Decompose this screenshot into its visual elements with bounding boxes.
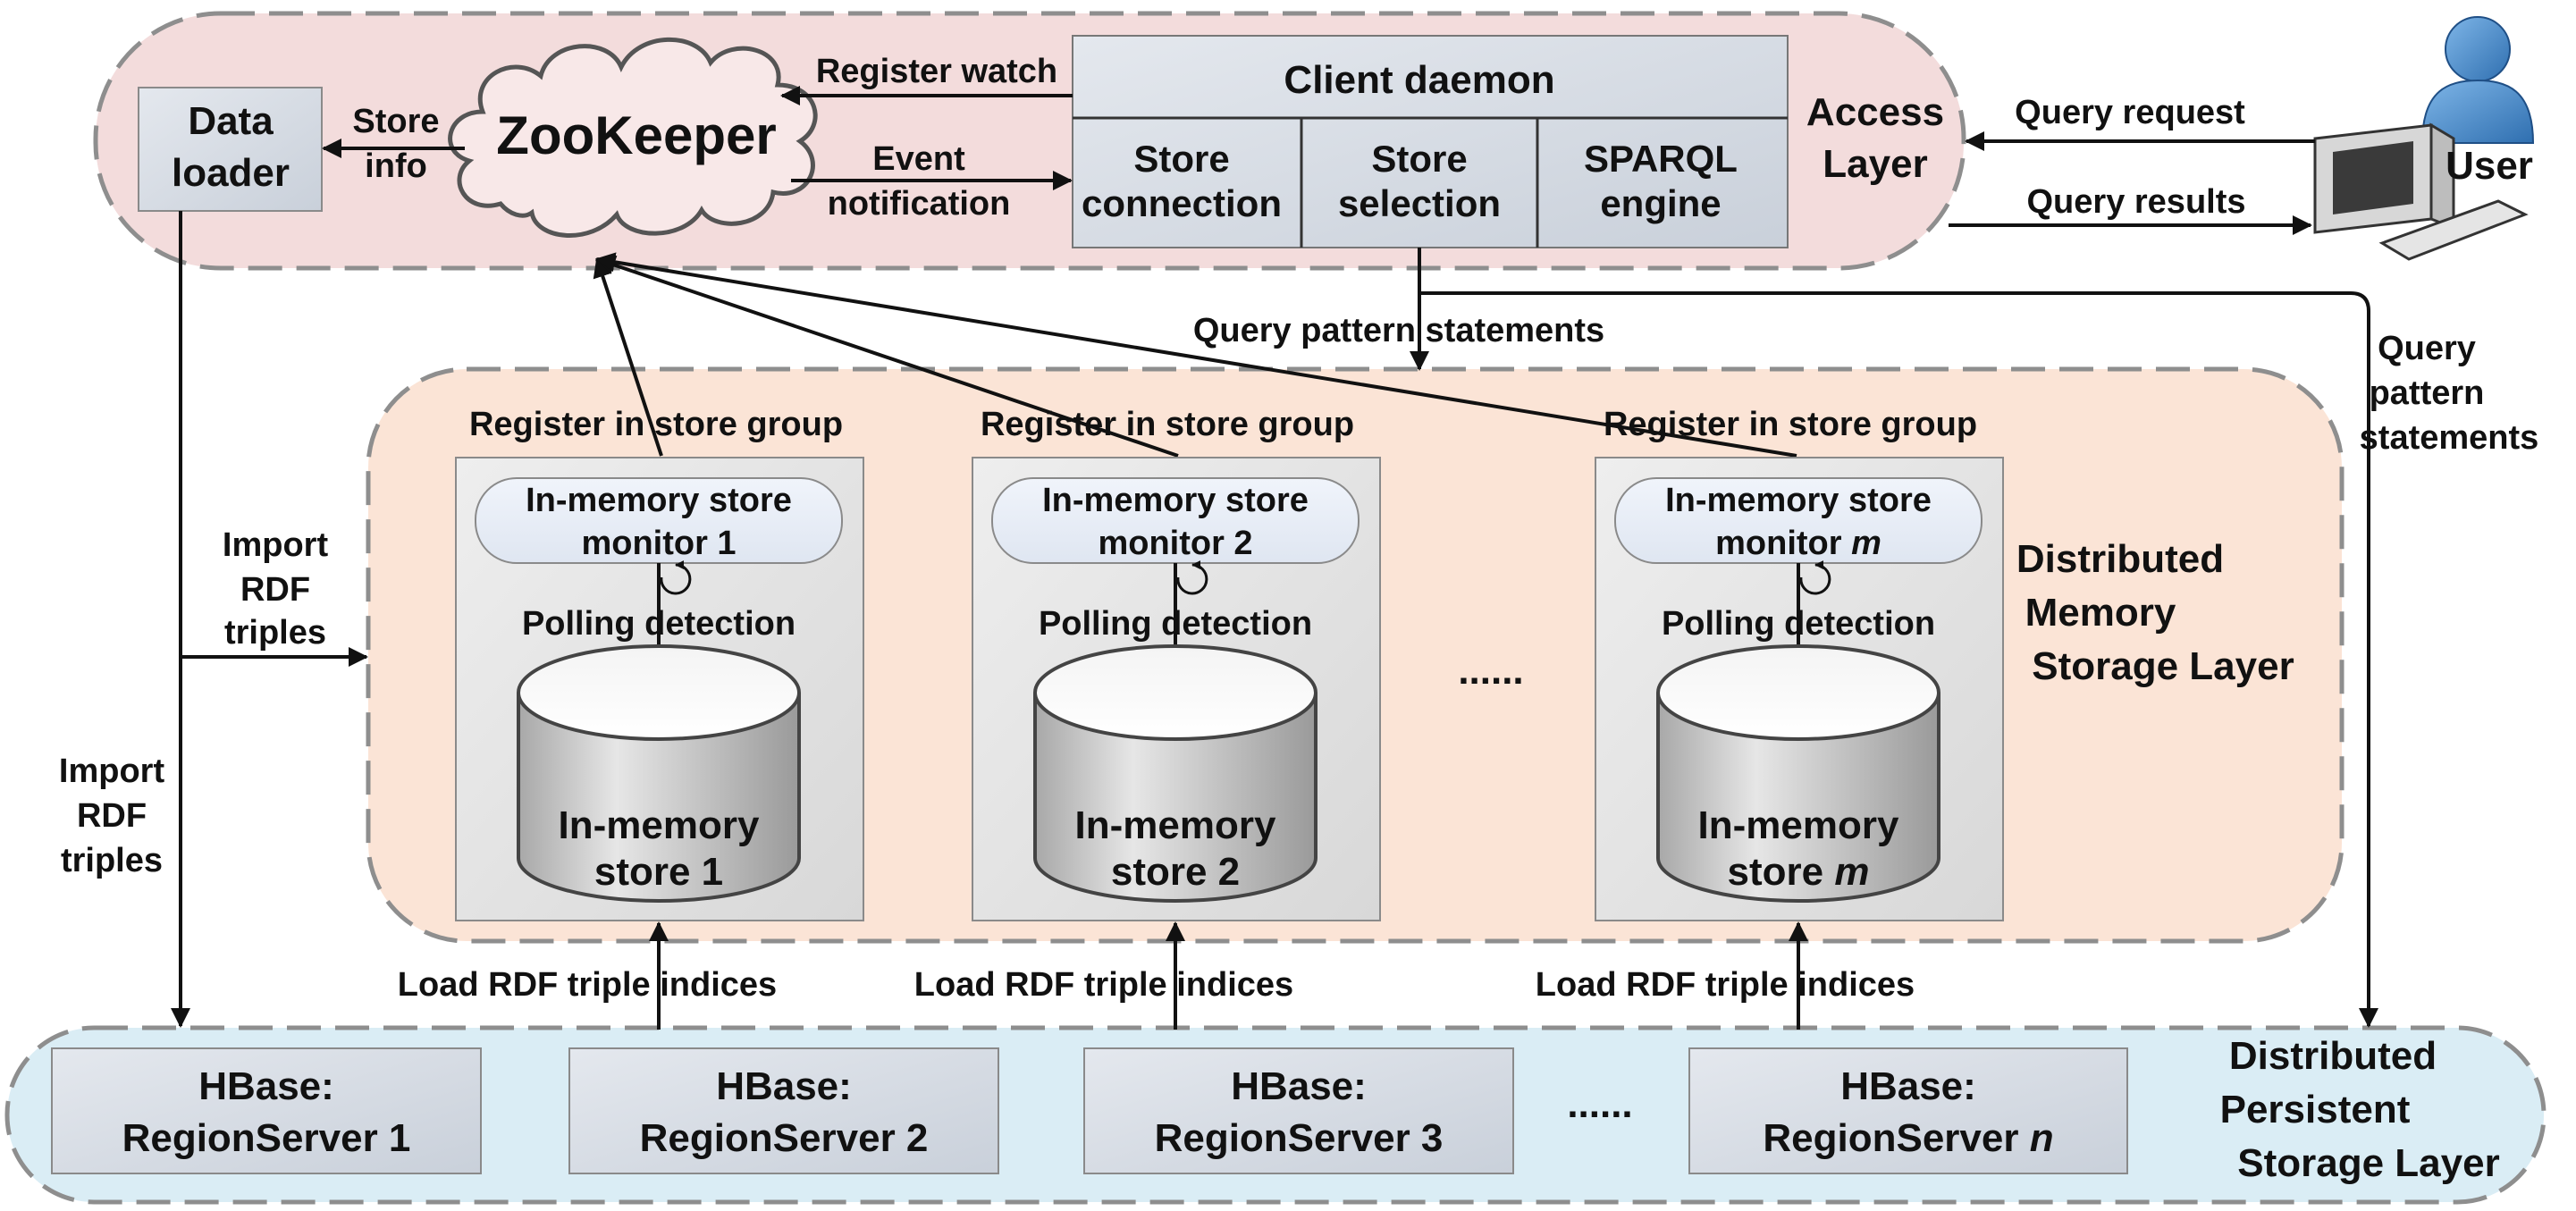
data-loader-label-1: Data bbox=[188, 99, 274, 143]
edge-import-top-label-2: RDF bbox=[240, 571, 310, 609]
store-1-label-1: In-memory bbox=[559, 803, 760, 847]
edge-query-pattern-right-label-1: Query bbox=[2378, 330, 2476, 367]
memory-layer-label-1: Distributed bbox=[2016, 537, 2224, 581]
module-sparql-engine-2: engine bbox=[1600, 182, 1721, 224]
client-daemon-box: Client daemon Store connection Store sel… bbox=[1072, 35, 1789, 248]
store-2-label-1: In-memory bbox=[1075, 803, 1276, 847]
store-panel-1: In-memory store monitor 1 Polling detect… bbox=[455, 457, 864, 921]
monitor-2-label-2: monitor 2 bbox=[1098, 525, 1252, 562]
memory-layer-label-2: Memory bbox=[2025, 591, 2176, 635]
edge-import-top-label-3: triples bbox=[224, 614, 326, 652]
polling-1-label: Polling detection bbox=[522, 605, 796, 643]
regionserver-1-label-1: HBase: bbox=[198, 1064, 334, 1108]
monitor-1-label-1: In-memory store bbox=[526, 482, 792, 519]
edge-register-store-m bbox=[595, 252, 1797, 458]
edge-import-left-label-3: triples bbox=[61, 842, 163, 879]
module-store-selection-2: selection bbox=[1338, 182, 1501, 224]
edge-event-notification-label-2: notification bbox=[828, 185, 1011, 223]
regionserver-1-box: HBase: RegionServer 1 bbox=[51, 1047, 482, 1174]
edge-register-watch-label: Register watch bbox=[816, 53, 1057, 90]
data-loader-label-2: loader bbox=[172, 151, 290, 195]
client-daemon-title: Client daemon bbox=[1284, 58, 1554, 102]
register-m-label: Register in store group bbox=[1604, 406, 1977, 443]
regionserver-n-label-1: HBase: bbox=[1840, 1064, 1976, 1108]
regionserver-2-label-1: HBase: bbox=[716, 1064, 852, 1108]
regionserver-3-label-2: RegionServer 3 bbox=[1155, 1116, 1444, 1160]
load-2-label: Load RDF triple indices bbox=[914, 966, 1293, 1004]
edge-import-left-label-1: Import bbox=[59, 753, 165, 790]
user-label: User bbox=[2446, 144, 2533, 188]
regionserver-3-label-1: HBase: bbox=[1231, 1064, 1367, 1108]
edge-query-results-label: Query results bbox=[2027, 183, 2246, 221]
register-1-label: Register in store group bbox=[469, 406, 843, 443]
edge-register-store-2 bbox=[595, 255, 1179, 458]
regionserver-2-label-2: RegionServer 2 bbox=[640, 1116, 929, 1160]
polling-2-label: Polling detection bbox=[1039, 605, 1312, 643]
persistent-layer-label-1: Distributed bbox=[2229, 1034, 2437, 1078]
computer-icon bbox=[2313, 122, 2529, 261]
regionserver-n-box: HBase: RegionServer n bbox=[1688, 1047, 2128, 1174]
edge-query-pattern-right-label-2: pattern bbox=[2370, 374, 2485, 412]
store-panel-2: In-memory store monitor 2 Polling detect… bbox=[972, 457, 1381, 921]
regionserver-ellipsis: ...... bbox=[1567, 1082, 1632, 1126]
edge-register-store-1 bbox=[593, 257, 663, 457]
edge-import-top-label-1: Import bbox=[223, 526, 329, 564]
zookeeper-cloud: ZooKeeper bbox=[448, 37, 818, 238]
store-m-label-1: In-memory bbox=[1698, 803, 1899, 847]
monitor-m-label-1: In-memory store bbox=[1665, 482, 1932, 519]
regionserver-n-label-2: RegionServer n bbox=[1763, 1116, 2053, 1160]
regionserver-2-box: HBase: RegionServer 2 bbox=[568, 1047, 999, 1174]
register-2-label: Register in store group bbox=[981, 406, 1354, 443]
module-store-connection-1: Store bbox=[1133, 138, 1229, 180]
edge-store-info-label-1: Store bbox=[352, 103, 439, 140]
edge-event-notification-label-1: Event bbox=[872, 140, 965, 178]
edge-query-pattern-label: Query pattern statements bbox=[1193, 312, 1604, 349]
edge-query-pattern-persistent bbox=[1419, 291, 2378, 1028]
edge-query-request-label: Query request bbox=[2015, 94, 2245, 131]
store-2-label-2: store 2 bbox=[1111, 850, 1240, 894]
user-icon bbox=[2420, 16, 2535, 144]
edge-import-left-label-2: RDF bbox=[77, 797, 147, 835]
monitor-1-label-2: monitor 1 bbox=[581, 525, 736, 562]
edge-store-info-label-2: info bbox=[365, 147, 427, 185]
module-sparql-engine-1: SPARQL bbox=[1584, 138, 1738, 180]
polling-m-label: Polling detection bbox=[1662, 605, 1935, 643]
store-ellipsis: ...... bbox=[1458, 649, 1523, 693]
zookeeper-label: ZooKeeper bbox=[496, 105, 776, 165]
regionserver-3-box: HBase: RegionServer 3 bbox=[1083, 1047, 1514, 1174]
store-1-label-2: store 1 bbox=[594, 850, 723, 894]
load-m-label: Load RDF triple indices bbox=[1536, 966, 1915, 1004]
store-m-label-2: store m bbox=[1728, 850, 1870, 894]
persistent-layer-label-2: Persistent bbox=[2220, 1088, 2411, 1131]
module-store-selection-1: Store bbox=[1371, 138, 1467, 180]
access-layer-label-1: Access bbox=[1806, 90, 1944, 134]
module-store-connection-2: connection bbox=[1082, 182, 1282, 224]
regionserver-1-label-2: RegionServer 1 bbox=[122, 1116, 411, 1160]
store-panel-m: In-memory store monitor m Polling detect… bbox=[1595, 457, 2004, 921]
memory-layer-label-3: Storage Layer bbox=[2032, 644, 2294, 688]
monitor-m-label-2: monitor m bbox=[1715, 525, 1881, 562]
persistent-layer-label-3: Storage Layer bbox=[2237, 1141, 2499, 1185]
access-layer-label-2: Layer bbox=[1823, 142, 1927, 186]
data-loader-box: Data loader bbox=[138, 87, 323, 212]
edge-query-pattern-right-label-3: statements bbox=[2360, 419, 2539, 457]
load-1-label: Load RDF triple indices bbox=[398, 966, 777, 1004]
monitor-2-label-1: In-memory store bbox=[1042, 482, 1309, 519]
